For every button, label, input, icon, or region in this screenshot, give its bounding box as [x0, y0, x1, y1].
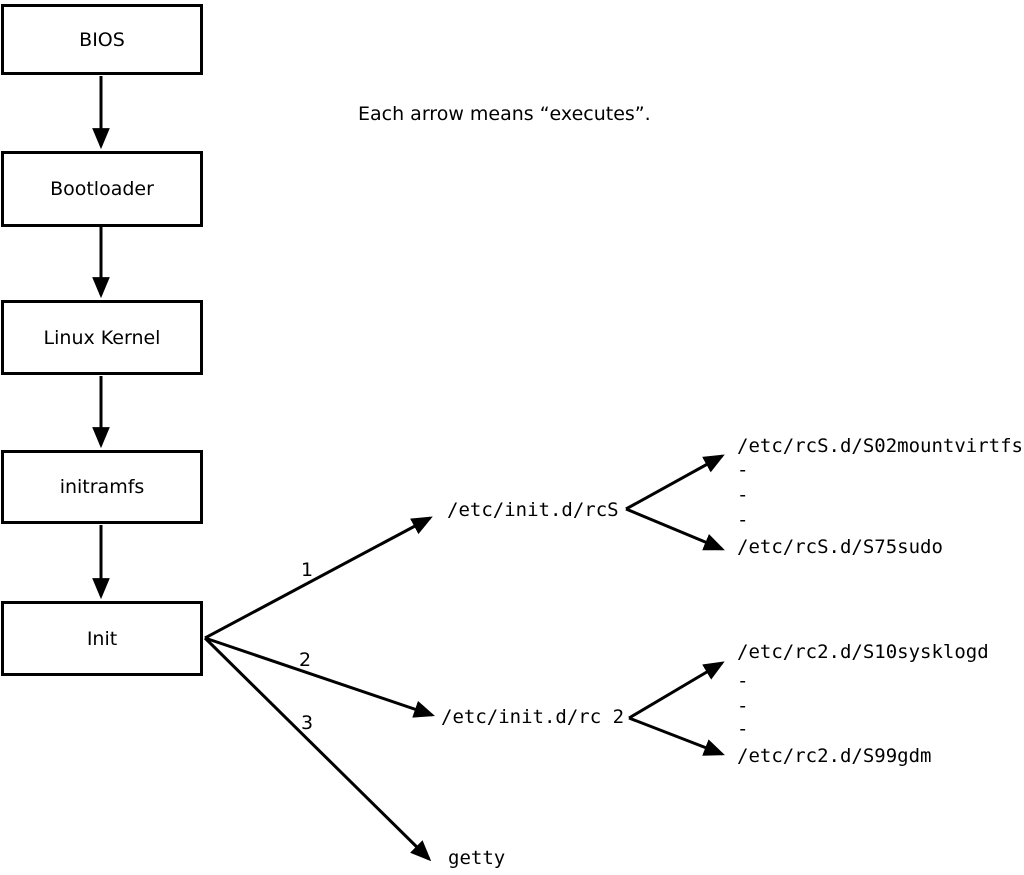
box-bios-label: BIOS — [79, 28, 125, 51]
label-init-d-rcs: /etc/init.d/rcS — [447, 499, 619, 521]
legend-note: Each arrow means “executes”. — [358, 103, 651, 125]
rc2-script-item: /etc/rc2.d/S10sysklogd — [737, 641, 989, 663]
rcs-script-ellipsis: - — [737, 459, 749, 481]
branch-number-3: 3 — [300, 712, 314, 734]
box-bios: BIOS — [1, 4, 203, 75]
box-init-label: Init — [86, 627, 118, 650]
rcs-script-item: /etc/rcS.d/S75sudo — [737, 536, 943, 558]
arrow-init-branch-1-rcs — [204, 516, 433, 640]
box-bootloader-label: Bootloader — [50, 178, 154, 200]
label-getty: getty — [448, 847, 506, 869]
arrow-rc2-to-s99gdm — [628, 716, 725, 756]
box-linux-kernel-label: Linux Kernel — [43, 326, 161, 349]
rcs-script-ellipsis: - — [737, 509, 749, 531]
arrow-rcs-to-s75sudo — [625, 507, 725, 551]
arrow-init-branch-2-rc2 — [204, 636, 435, 718]
rc2-script-ellipsis: - — [737, 695, 749, 717]
label-init-d-rc2: /etc/init.d/rc 2 — [441, 706, 625, 728]
rcs-script-item: /etc/rcS.d/S02mountvirtfs — [737, 435, 1023, 457]
rcs-script-ellipsis: - — [737, 484, 749, 506]
branch-number-1: 1 — [300, 559, 314, 581]
rc2-script-ellipsis: - — [737, 718, 749, 740]
box-initramfs-label: initramfs — [59, 476, 145, 498]
arrow-init-branch-3-getty — [203, 636, 432, 862]
arrow-rc2-to-s10sysklogd — [628, 661, 725, 720]
box-initramfs: initramfs — [1, 450, 203, 524]
rc2-script-item: /etc/rc2.d/S99gdm — [737, 745, 932, 767]
box-bootloader: Bootloader — [1, 151, 203, 227]
box-linux-kernel: Linux Kernel — [1, 300, 203, 375]
rc2-script-ellipsis: - — [737, 670, 749, 692]
arrow-rcs-to-s02mountvirtfs — [625, 454, 725, 511]
box-init: Init — [1, 601, 203, 676]
branch-number-2: 2 — [298, 649, 312, 671]
